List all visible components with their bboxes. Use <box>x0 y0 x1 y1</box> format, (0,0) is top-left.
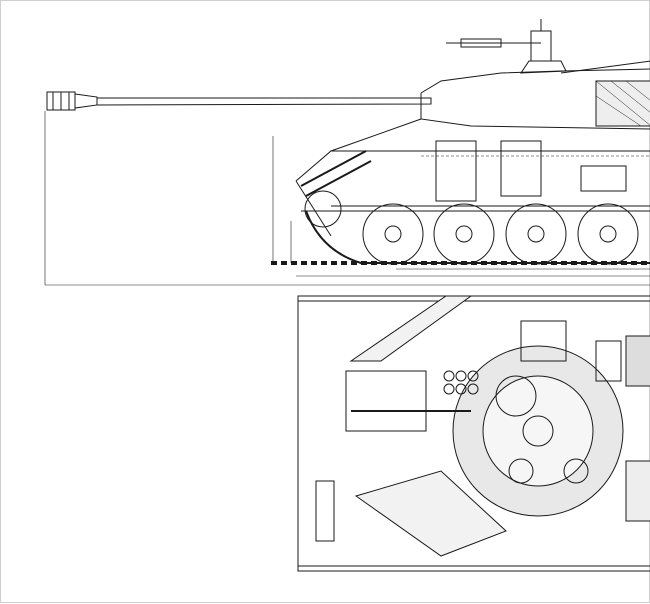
turret <box>420 60 650 130</box>
ammo-rack <box>443 370 479 395</box>
top-view <box>297 295 650 572</box>
dimension-lines <box>44 111 650 286</box>
side-view <box>44 19 650 286</box>
road-wheels <box>304 190 650 265</box>
hull <box>295 118 650 237</box>
gun-barrel <box>46 91 432 111</box>
machine-gun-mount <box>446 19 567 74</box>
